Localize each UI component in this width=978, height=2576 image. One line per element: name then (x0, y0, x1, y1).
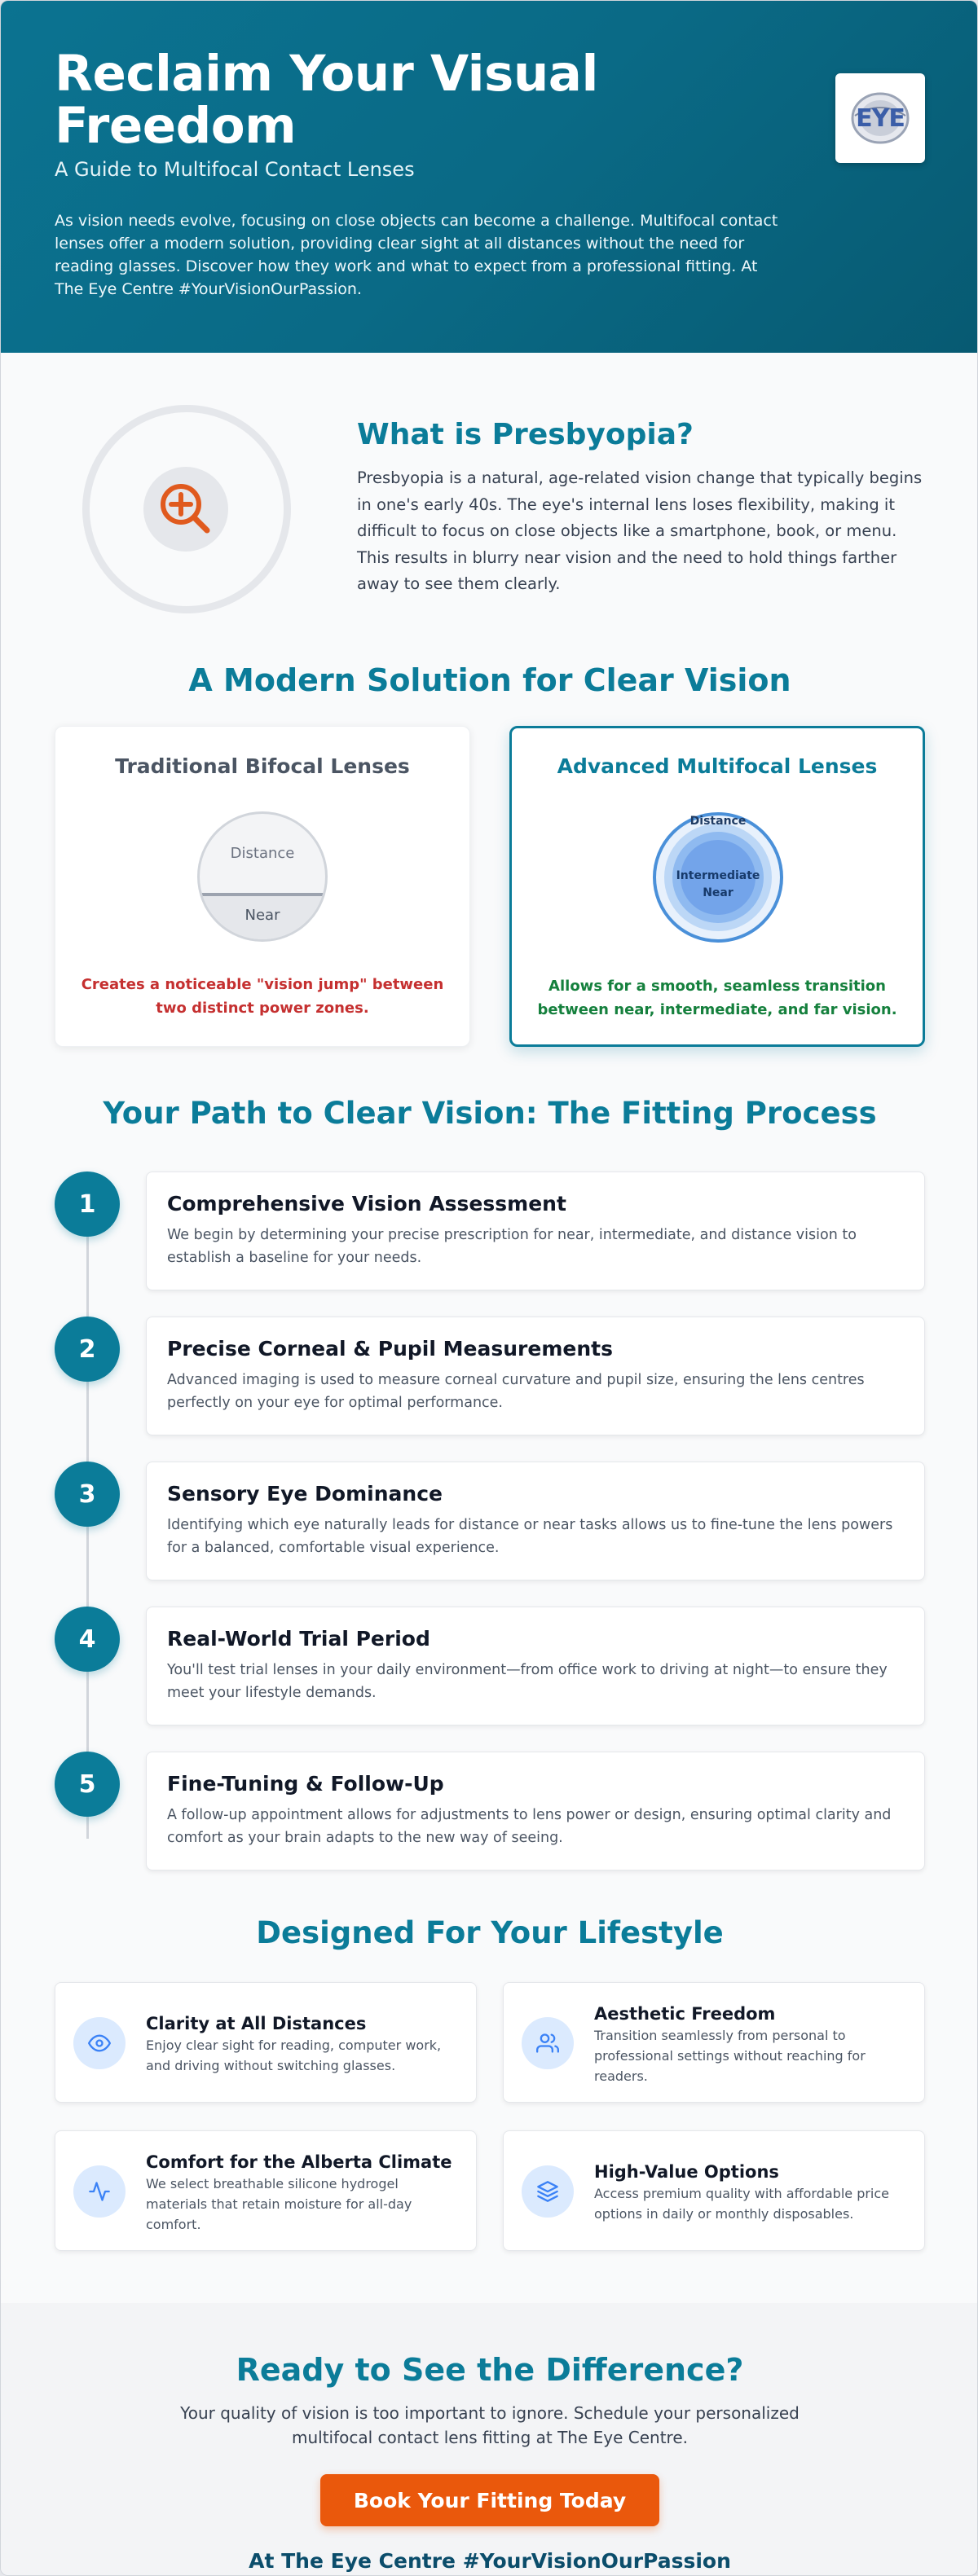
feature-title: Aesthetic Freedom (594, 2004, 776, 2024)
step-number-3: 3 (55, 1462, 120, 1527)
step-description: We begin by determining your precise pre… (167, 1227, 857, 1266)
bifocal-caption: Creates a noticeable "vision jump" betwe… (81, 976, 444, 1017)
bifocal-card: Traditional Bifocal Lenses Distance Near… (55, 726, 470, 1047)
feature-description: Transition seamlessly from personal to p… (594, 2028, 866, 2084)
presbyopia-illustration-ring (82, 405, 291, 613)
presbyopia-text: Presbyopia is a natural, age-related vis… (357, 468, 923, 593)
multifocal-caption: Allows for a smooth, seamless transition… (537, 978, 897, 1018)
page-subtitle: A Guide to Multifocal Contact Lenses (55, 158, 415, 181)
multifocal-near-label: Near (703, 886, 734, 899)
step-number-5: 5 (55, 1752, 120, 1817)
cta-title: Ready to See the Difference? (236, 2352, 744, 2388)
logo-text: EYE (856, 104, 905, 133)
multifocal-center (681, 840, 756, 915)
process-title: Your Path to Clear Vision: The Fitting P… (103, 1096, 877, 1131)
page-title: Reclaim Your Visual Freedom (55, 45, 598, 155)
layers-icon (522, 2165, 574, 2218)
feature-title: High-Value Options (594, 2162, 779, 2182)
step-title: Sensory Eye Dominance (167, 1482, 443, 1506)
solution-title: A Modern Solution for Clear Vision (188, 662, 791, 698)
step-card-3: Sensory Eye Dominance Identifying which … (146, 1462, 925, 1580)
step-title: Fine-Tuning & Follow-Up (167, 1772, 444, 1796)
feature-description: Access premium quality with affordable p… (594, 2186, 890, 2222)
bifocal-card-title: Traditional Bifocal Lenses (115, 754, 410, 778)
cta-tagline: At The Eye Centre #YourVisionOurPassion (249, 2549, 731, 2573)
feature-card-value: High-Value Options Access premium qualit… (503, 2130, 925, 2251)
step-description: You'll test trial lenses in your daily e… (167, 1662, 888, 1701)
feature-description: We select breathable silicone hydrogel m… (146, 2176, 412, 2232)
users-icon (522, 2017, 574, 2069)
step-description: Identifying which eye naturally leads fo… (167, 1517, 893, 1556)
zoom-in-magnifier-icon (161, 484, 210, 534)
presbyopia-title: What is Presbyopia? (357, 418, 694, 451)
logo-lens-icon (851, 92, 910, 144)
feature-card-clarity: Clarity at All Distances Enjoy clear sig… (55, 1982, 477, 2103)
bifocal-lens-diagram: Distance Near (197, 811, 328, 942)
cta-section: Ready to See the Difference? Your qualit… (1, 2303, 977, 2575)
eye-icon (73, 2017, 126, 2069)
step-number-1: 1 (55, 1172, 120, 1237)
step-card-5: Fine-Tuning & Follow-Up A follow-up appo… (146, 1752, 925, 1870)
eye-centre-logo: EYE (835, 73, 925, 163)
step-title: Comprehensive Vision Assessment (167, 1192, 566, 1215)
hero-header: Reclaim Your Visual Freedom A Guide to M… (1, 1, 977, 353)
step-number-2: 2 (55, 1317, 120, 1382)
bifocal-distance-label: Distance (230, 845, 295, 862)
multifocal-card: Advanced Multifocal Lenses Distance Inte… (509, 726, 925, 1047)
multifocal-card-title: Advanced Multifocal Lenses (557, 754, 878, 778)
cta-text: Your quality of vision is too important … (180, 2403, 800, 2447)
book-fitting-button[interactable]: Book Your Fitting Today (320, 2474, 659, 2526)
feature-card-comfort: Comfort for the Alberta Climate We selec… (55, 2130, 477, 2251)
multifocal-lens-diagram: Distance Intermediate Near (653, 812, 783, 943)
step-description: Advanced imaging is used to measure corn… (167, 1372, 865, 1411)
step-number-4: 4 (55, 1607, 120, 1672)
intro-text: As vision needs evolve, focusing on clos… (55, 212, 778, 298)
step-description: A follow-up appointment allows for adjus… (167, 1807, 892, 1846)
feature-title: Comfort for the Alberta Climate (146, 2152, 452, 2172)
multifocal-distance-label: Distance (689, 815, 747, 828)
step-card-2: Precise Corneal & Pupil Measurements Adv… (146, 1317, 925, 1435)
bifocal-near-zone (200, 893, 325, 939)
presbyopia-illustration (143, 467, 228, 552)
multifocal-intermediate-label: Intermediate (676, 869, 760, 882)
bifocal-near-label: Near (244, 907, 280, 924)
feature-description: Enjoy clear sight for reading, computer … (146, 2038, 442, 2073)
step-card-4: Real-World Trial Period You'll test tria… (146, 1607, 925, 1725)
feature-title: Clarity at All Distances (146, 2014, 367, 2033)
step-title: Real-World Trial Period (167, 1627, 430, 1651)
lifestyle-title: Designed For Your Lifestyle (256, 1915, 724, 1950)
step-card-1: Comprehensive Vision Assessment We begin… (146, 1172, 925, 1290)
feature-card-aesthetic: Aesthetic Freedom Transition seamlessly … (503, 1982, 925, 2103)
step-title: Precise Corneal & Pupil Measurements (167, 1337, 613, 1361)
activity-icon (73, 2165, 126, 2218)
